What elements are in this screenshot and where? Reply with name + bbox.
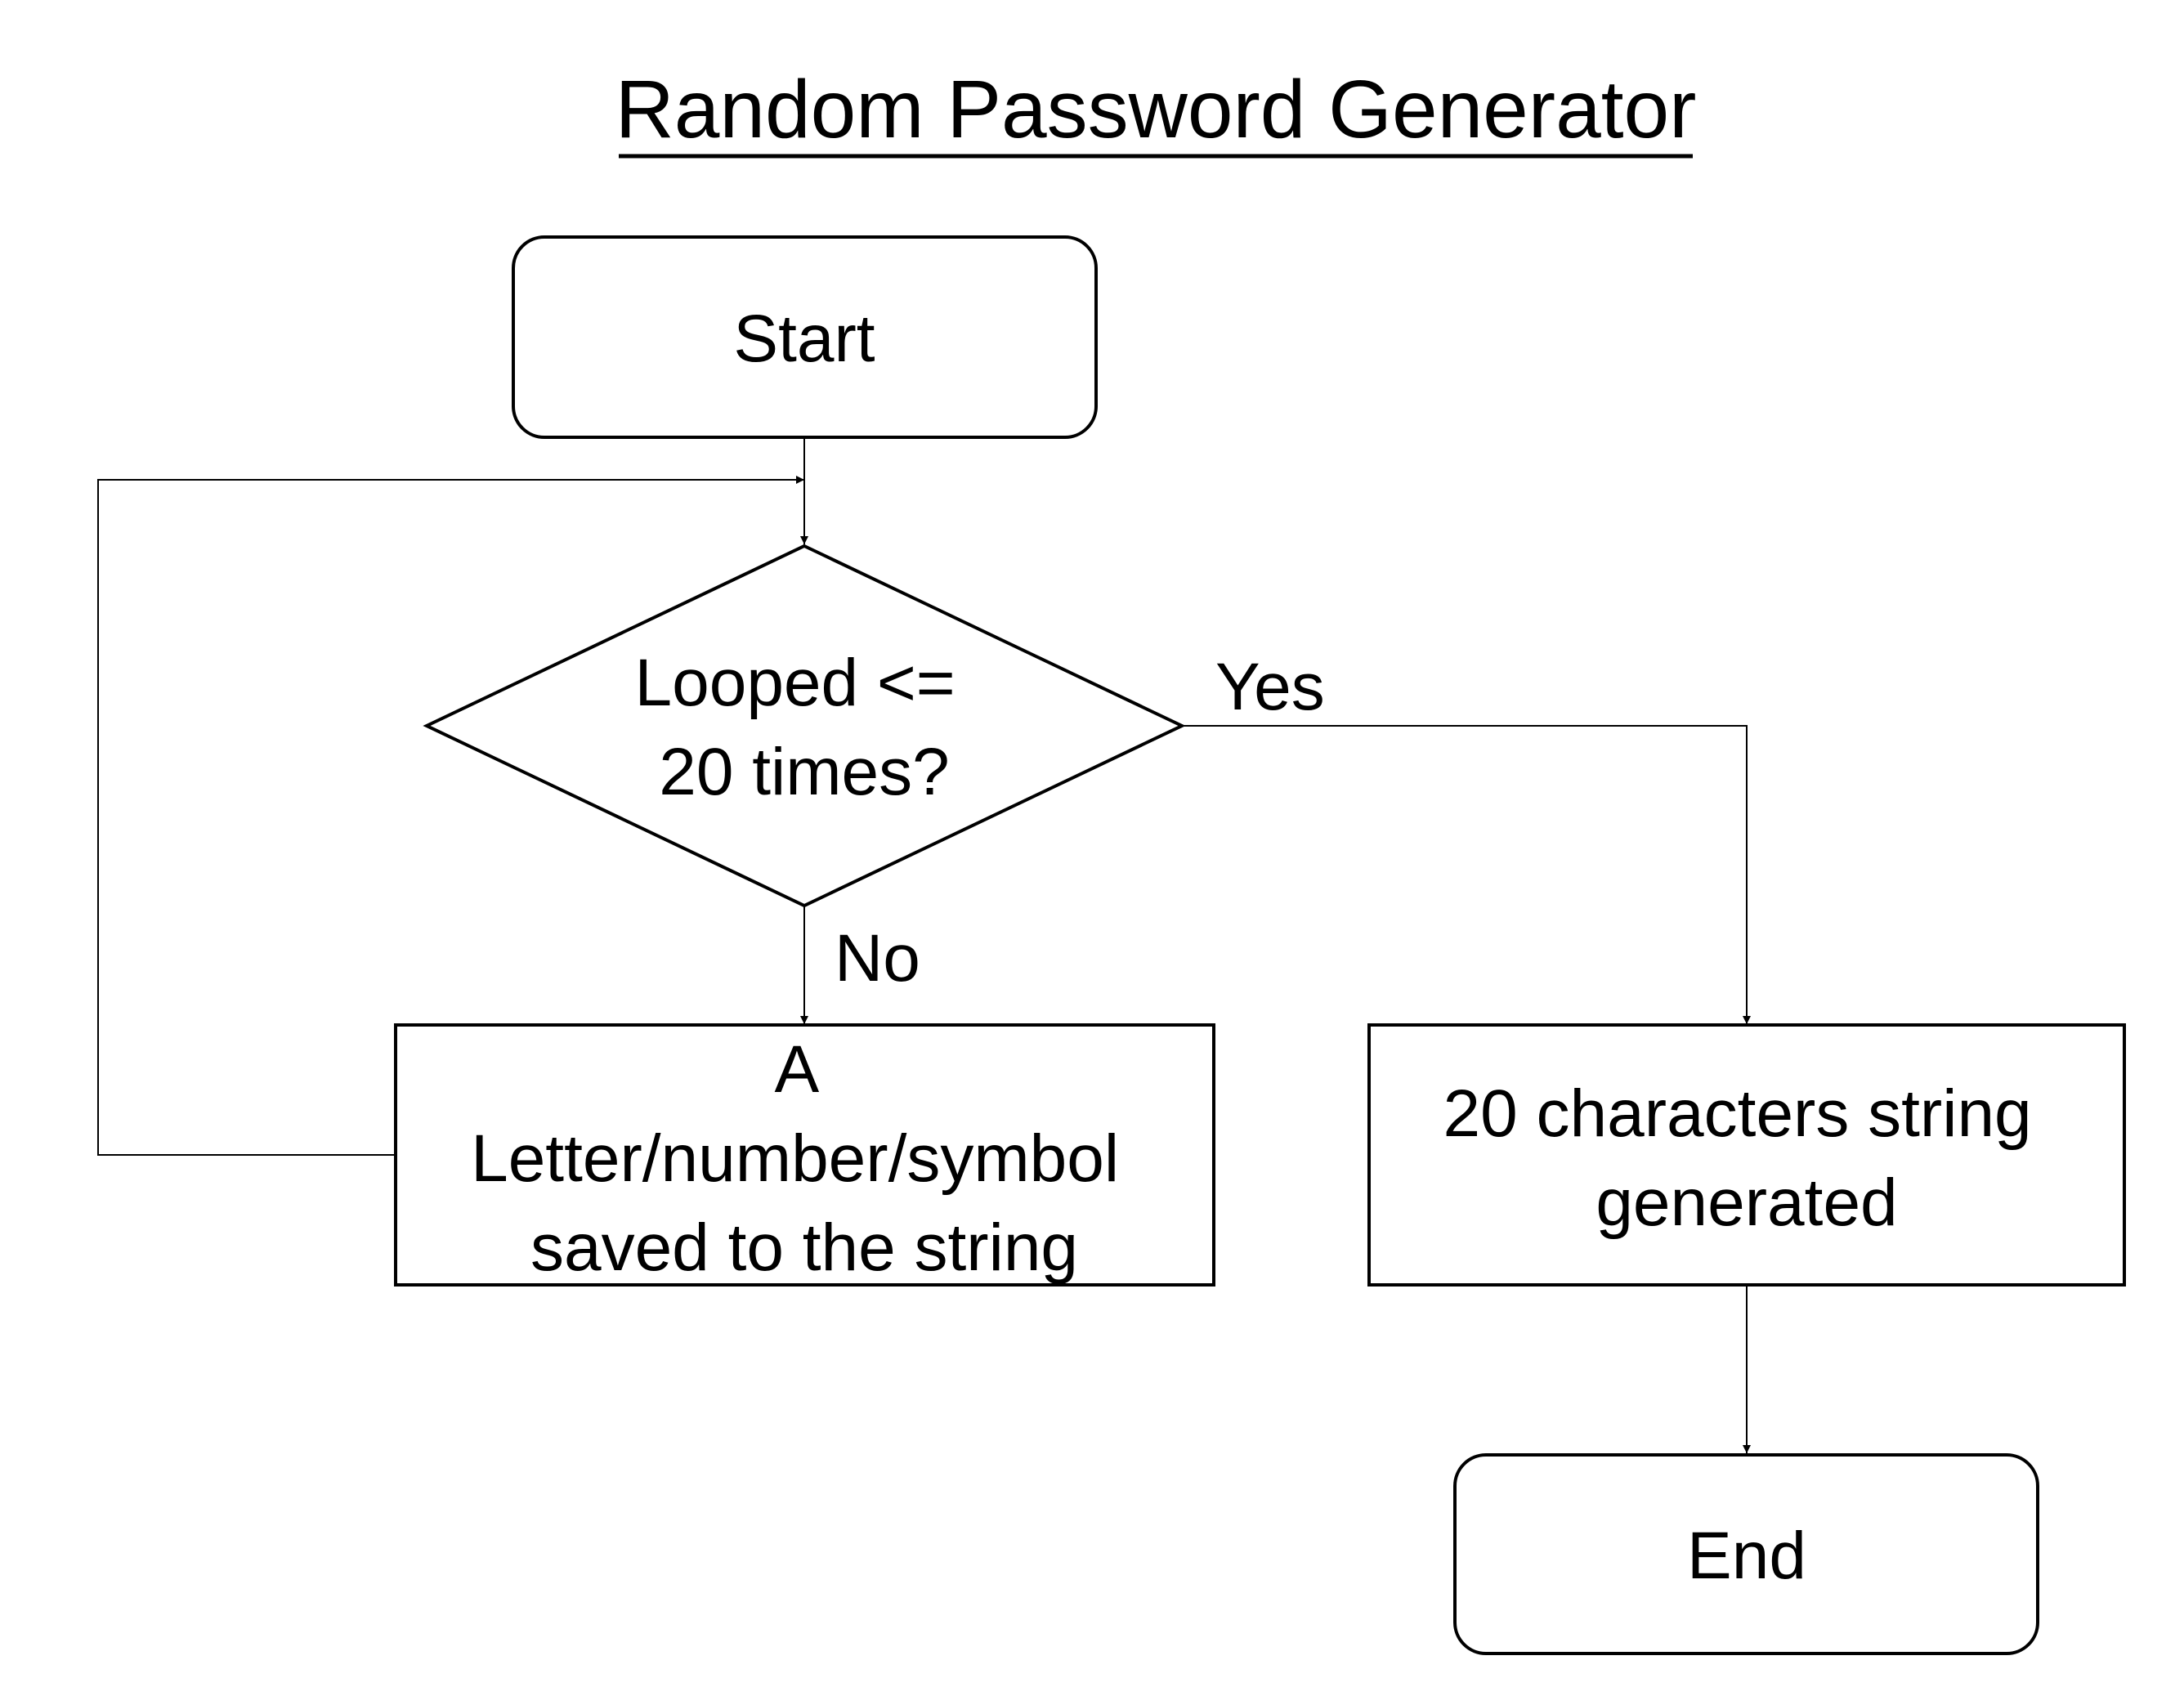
decision-node-label: Looped <= 20 times? — [635, 646, 974, 809]
process-b-label-line: generated — [1595, 1166, 1897, 1240]
process-a-node — [394, 1023, 1215, 1287]
edge-loop-back — [97, 476, 804, 1156]
process-b-label-line: 20 characters string — [1443, 1076, 2032, 1151]
yes-label: Yes — [1215, 650, 1325, 724]
no-label: No — [835, 921, 920, 996]
process-a-label-line: Letter/number/symbol — [471, 1121, 1119, 1196]
end-node-label: End — [1687, 1519, 1806, 1593]
decision-label-line: Looped <= — [635, 646, 955, 720]
process-a-label: A Letter/number/symbol saved to the stri… — [471, 1032, 1138, 1285]
process-a-label-line: A — [775, 1032, 820, 1107]
decision-node — [423, 544, 1186, 908]
process-b-node — [1367, 1023, 2126, 1287]
start-node-label: Start — [733, 302, 875, 376]
end-node — [1453, 1453, 2039, 1655]
decision-label-line: 20 times? — [659, 735, 950, 809]
process-a-label-line: saved to the string — [530, 1210, 1078, 1285]
page-title: Random Password Generator — [615, 64, 1697, 155]
edge-yes — [1182, 725, 1751, 1024]
process-b-label: 20 characters string generated — [1443, 1076, 2051, 1240]
